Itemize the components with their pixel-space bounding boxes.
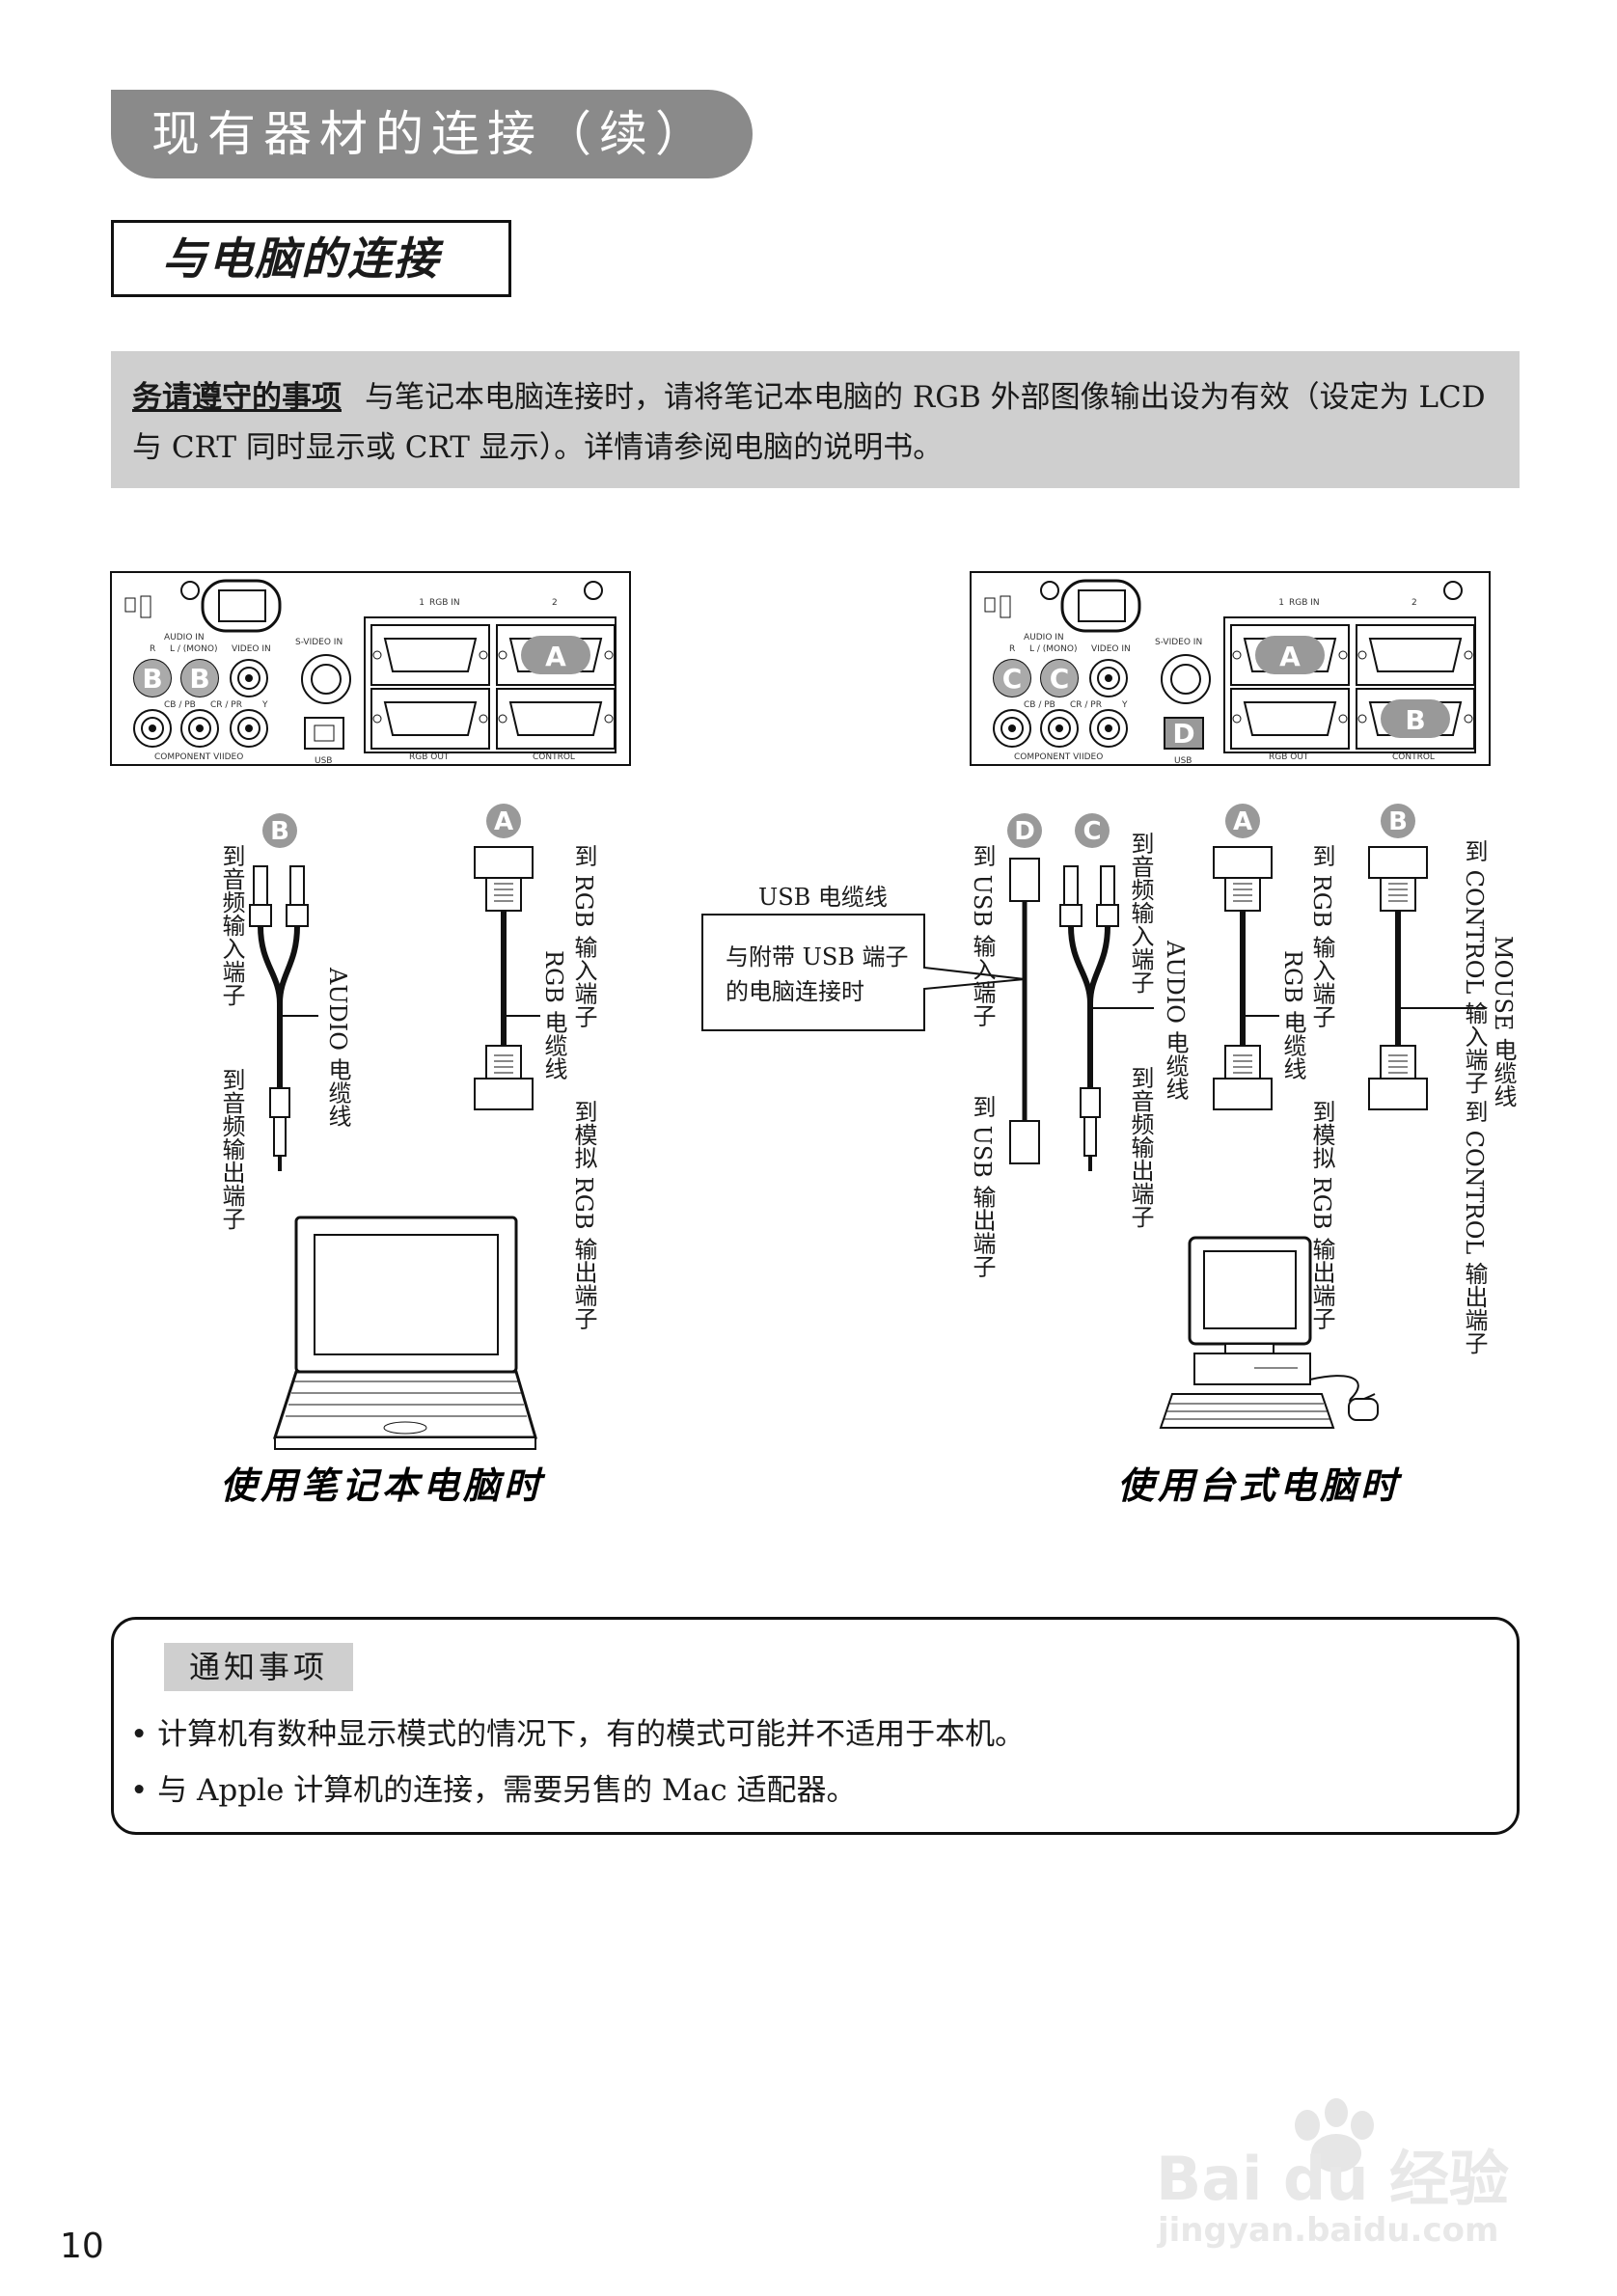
caption-laptop: 使用笔记本电脑时 (220, 1464, 546, 1507)
notes-box (111, 1617, 1520, 1835)
panel-cb-left: CB / PB (164, 700, 196, 710)
label-rgb-cable-right: RGB 电缆线 (1279, 950, 1306, 1080)
panel-marker-d-right: D (1172, 718, 1194, 750)
panel-audio-in-left: AUDIO IN (164, 633, 205, 642)
callout-box (701, 914, 1026, 1031)
panel-y-right: Y (1121, 700, 1128, 710)
marker-a-circle-right (1225, 804, 1260, 838)
desktop-audio-cable (1059, 865, 1154, 1171)
notice-text: 与笔记本电脑连接时，请将笔记本电脑的 RGB 外部图像输出设为有效（设定为 LC… (132, 380, 1486, 465)
panel-r-right: R (1009, 644, 1015, 654)
panel-video-in-right: VIDEO IN (1091, 644, 1131, 654)
panel-audio-in-right: AUDIO IN (1024, 633, 1064, 642)
label-to-control-in: 到 CONTROL 输入端子 (1461, 839, 1488, 1094)
label-to-analog-rgb-out-left: 到模拟 RGB 输出端子 (570, 1100, 597, 1329)
laptop-computer-icon (272, 1216, 538, 1450)
callout-line1: 与附带 USB 端子 (726, 943, 909, 970)
panel-y-left: Y (261, 700, 268, 710)
label-usb-cable: USB 电缆线 (758, 884, 888, 911)
panel-rgb-out-left: RGB OUT (409, 752, 450, 762)
panel-num-2-left: 2 (552, 598, 558, 608)
projector-panel-left (110, 571, 631, 766)
panel-marker-c2-right: C (1050, 663, 1070, 695)
sub-title: 与电脑的连接 (111, 220, 511, 297)
panel-marker-b2-left: B (189, 663, 209, 695)
projector-panel-right (970, 571, 1491, 766)
panel-marker-a-left: A (545, 641, 566, 672)
notes-heading: 通知事项 (164, 1643, 353, 1691)
label-mouse-cable: MOUSE 电缆线 (1490, 936, 1517, 1107)
panel-control-right: CONTROL (1392, 752, 1435, 762)
callout-line2: 的电脑连接时 (726, 978, 864, 1005)
marker-b-left: B (270, 817, 289, 846)
panel-component-left: COMPONENT VIIDEO (154, 752, 243, 762)
laptop-rgb-cable (474, 846, 540, 1110)
marker-a-circle-left (486, 804, 521, 838)
panel-cb-right: CB / PB (1024, 700, 1055, 710)
label-to-audio-in-right: 到音频输入端子 (1127, 832, 1154, 994)
marker-d: D (1014, 817, 1035, 846)
marker-c-circle (1075, 813, 1110, 848)
page-number: 10 (60, 2227, 104, 2266)
panel-component-right: COMPONENT VIIDEO (1014, 752, 1103, 762)
label-audio-cable-right: AUDIO 电缆线 (1162, 940, 1189, 1101)
desktop-mouse-cable (1368, 846, 1486, 1110)
panel-control-left: CONTROL (533, 752, 575, 762)
panel-usb-right: USB (1174, 756, 1192, 766)
label-rgb-cable-left: RGB 电缆线 (540, 950, 567, 1080)
note-item-1: • 计算机有数种显示模式的情况下，有的模式可能并不适用于本机。 (130, 1717, 1026, 1752)
panel-mono-left: L / (MONO) (170, 644, 217, 654)
panel-s-video-right: S-VIDEO IN (1155, 638, 1202, 647)
marker-d-circle (1007, 813, 1042, 848)
baidu-paw-icon (1295, 2098, 1374, 2173)
marker-b-circle-left (262, 813, 297, 848)
panel-cr-left: CR / PR (210, 700, 242, 710)
panel-num-1-left: 1 (419, 598, 425, 608)
label-to-audio-out-right: 到音频输出端子 (1127, 1066, 1154, 1228)
marker-a-right: A (1233, 807, 1252, 836)
panel-video-in-left: VIDEO IN (232, 644, 271, 654)
label-audio-cable-left: AUDIO 电缆线 (324, 967, 351, 1128)
label-to-control-out: 到 CONTROL 输出端子 (1461, 1100, 1488, 1354)
label-to-usb-out: 到 USB 输出端子 (969, 1095, 996, 1278)
panel-rgb-in-left: RGB IN (429, 598, 460, 608)
panel-rgb-out-right: RGB OUT (1269, 752, 1309, 762)
panel-num-2-right: 2 (1411, 598, 1417, 608)
marker-c: C (1083, 817, 1101, 846)
marker-b-circle-right (1381, 804, 1415, 838)
caption-desktop: 使用台式电脑时 (1117, 1464, 1403, 1507)
panel-cr-right: CR / PR (1070, 700, 1102, 710)
panel-rgb-in-right: RGB IN (1289, 598, 1320, 608)
panel-marker-c1-right: C (1002, 663, 1023, 695)
watermark-url: jingyan.baidu.com (1158, 2211, 1499, 2250)
desktop-rgb-cable (1213, 846, 1279, 1110)
panel-marker-b1-left: B (142, 663, 162, 695)
panel-usb-left: USB (315, 756, 332, 766)
marker-b-right: B (1388, 807, 1408, 836)
desktop-computer-icon (1159, 1236, 1379, 1429)
label-to-audio-in-left: 到音频输入端子 (218, 844, 245, 1006)
panel-marker-a-right: A (1279, 641, 1301, 672)
label-to-rgb-in-right: 到 RGB 输入端子 (1308, 844, 1335, 1027)
panel-s-video-left: S-VIDEO IN (295, 638, 343, 647)
watermark-brand: Bai du 经验 (1156, 2144, 1510, 2214)
section-title: 现有器材的连接（续） (111, 90, 753, 178)
notice-emphasis: 务请遵守的事项 (132, 380, 342, 415)
panel-num-1-right: 1 (1278, 598, 1284, 608)
note-item-2: • 与 Apple 计算机的连接，需要另售的 Mac 适配器。 (130, 1773, 857, 1808)
panel-r-left: R (150, 644, 155, 654)
marker-a-left: A (494, 807, 513, 836)
notice-box: 务请遵守的事项与笔记本电脑连接时，请将笔记本电脑的 RGB 外部图像输出设为有效… (111, 351, 1520, 488)
label-to-audio-out-left: 到音频输出端子 (218, 1068, 245, 1230)
laptop-audio-cable (249, 865, 318, 1171)
panel-mono-right: L / (MONO) (1029, 644, 1077, 654)
label-to-analog-rgb-out-right: 到模拟 RGB 输出端子 (1308, 1100, 1335, 1329)
label-to-rgb-in-left: 到 RGB 输入端子 (570, 844, 597, 1027)
label-to-usb-in: 到 USB 输入端子 (969, 844, 996, 1027)
panel-marker-b-right: B (1405, 704, 1425, 736)
desktop-usb-cable (1009, 858, 1040, 1164)
